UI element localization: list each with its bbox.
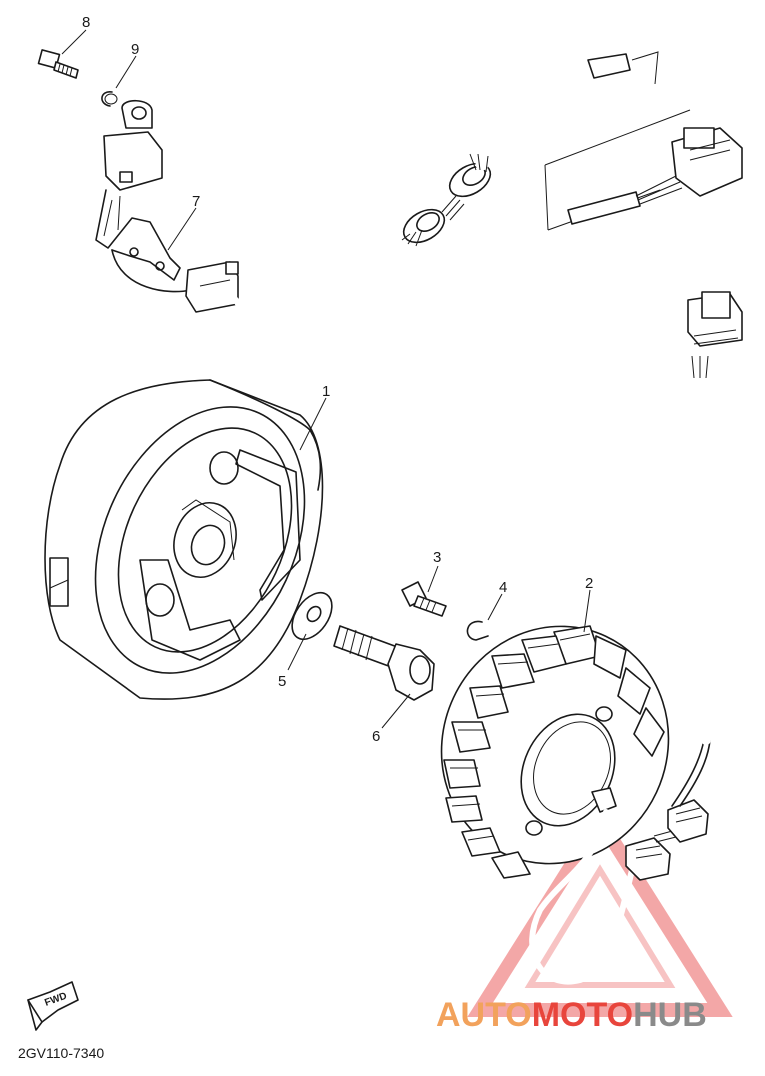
callout-9: 9 [131, 41, 139, 58]
callout-7: 7 [192, 193, 200, 210]
bolt-6 [333, 625, 435, 701]
callout-5: 5 [278, 673, 286, 690]
callout-4: 4 [499, 579, 507, 596]
svg-text:AUTOMOTOHUB: AUTOMOTOHUB [436, 996, 707, 1034]
diagram-code: 2GV110-7340 [18, 1045, 104, 1061]
leader-lines [61, 29, 591, 729]
fwd-arrow: FWD [27, 981, 79, 1031]
watermark-part-auto: AUTO [436, 996, 532, 1034]
clip-4 [466, 620, 489, 641]
callout-6: 6 [372, 728, 380, 745]
rotor [44, 379, 324, 700]
callout-3: 3 [433, 549, 441, 566]
watermark-part-hub: HUB [633, 996, 707, 1034]
callout-2: 2 [585, 575, 593, 592]
stator [440, 625, 670, 879]
pickup-coil-assembly [37, 49, 743, 338]
callout-8: 8 [82, 14, 90, 31]
watermark-text: AUTOMOTOHUB [436, 996, 707, 1034]
bolt-8 [37, 49, 79, 79]
callout-1: 1 [322, 383, 330, 400]
screw-3 [401, 581, 447, 617]
washer-9 [101, 91, 113, 107]
watermark-part-moto: MOTO [532, 996, 633, 1034]
washer-5 [291, 592, 333, 640]
stator-harness [529, 291, 743, 985]
